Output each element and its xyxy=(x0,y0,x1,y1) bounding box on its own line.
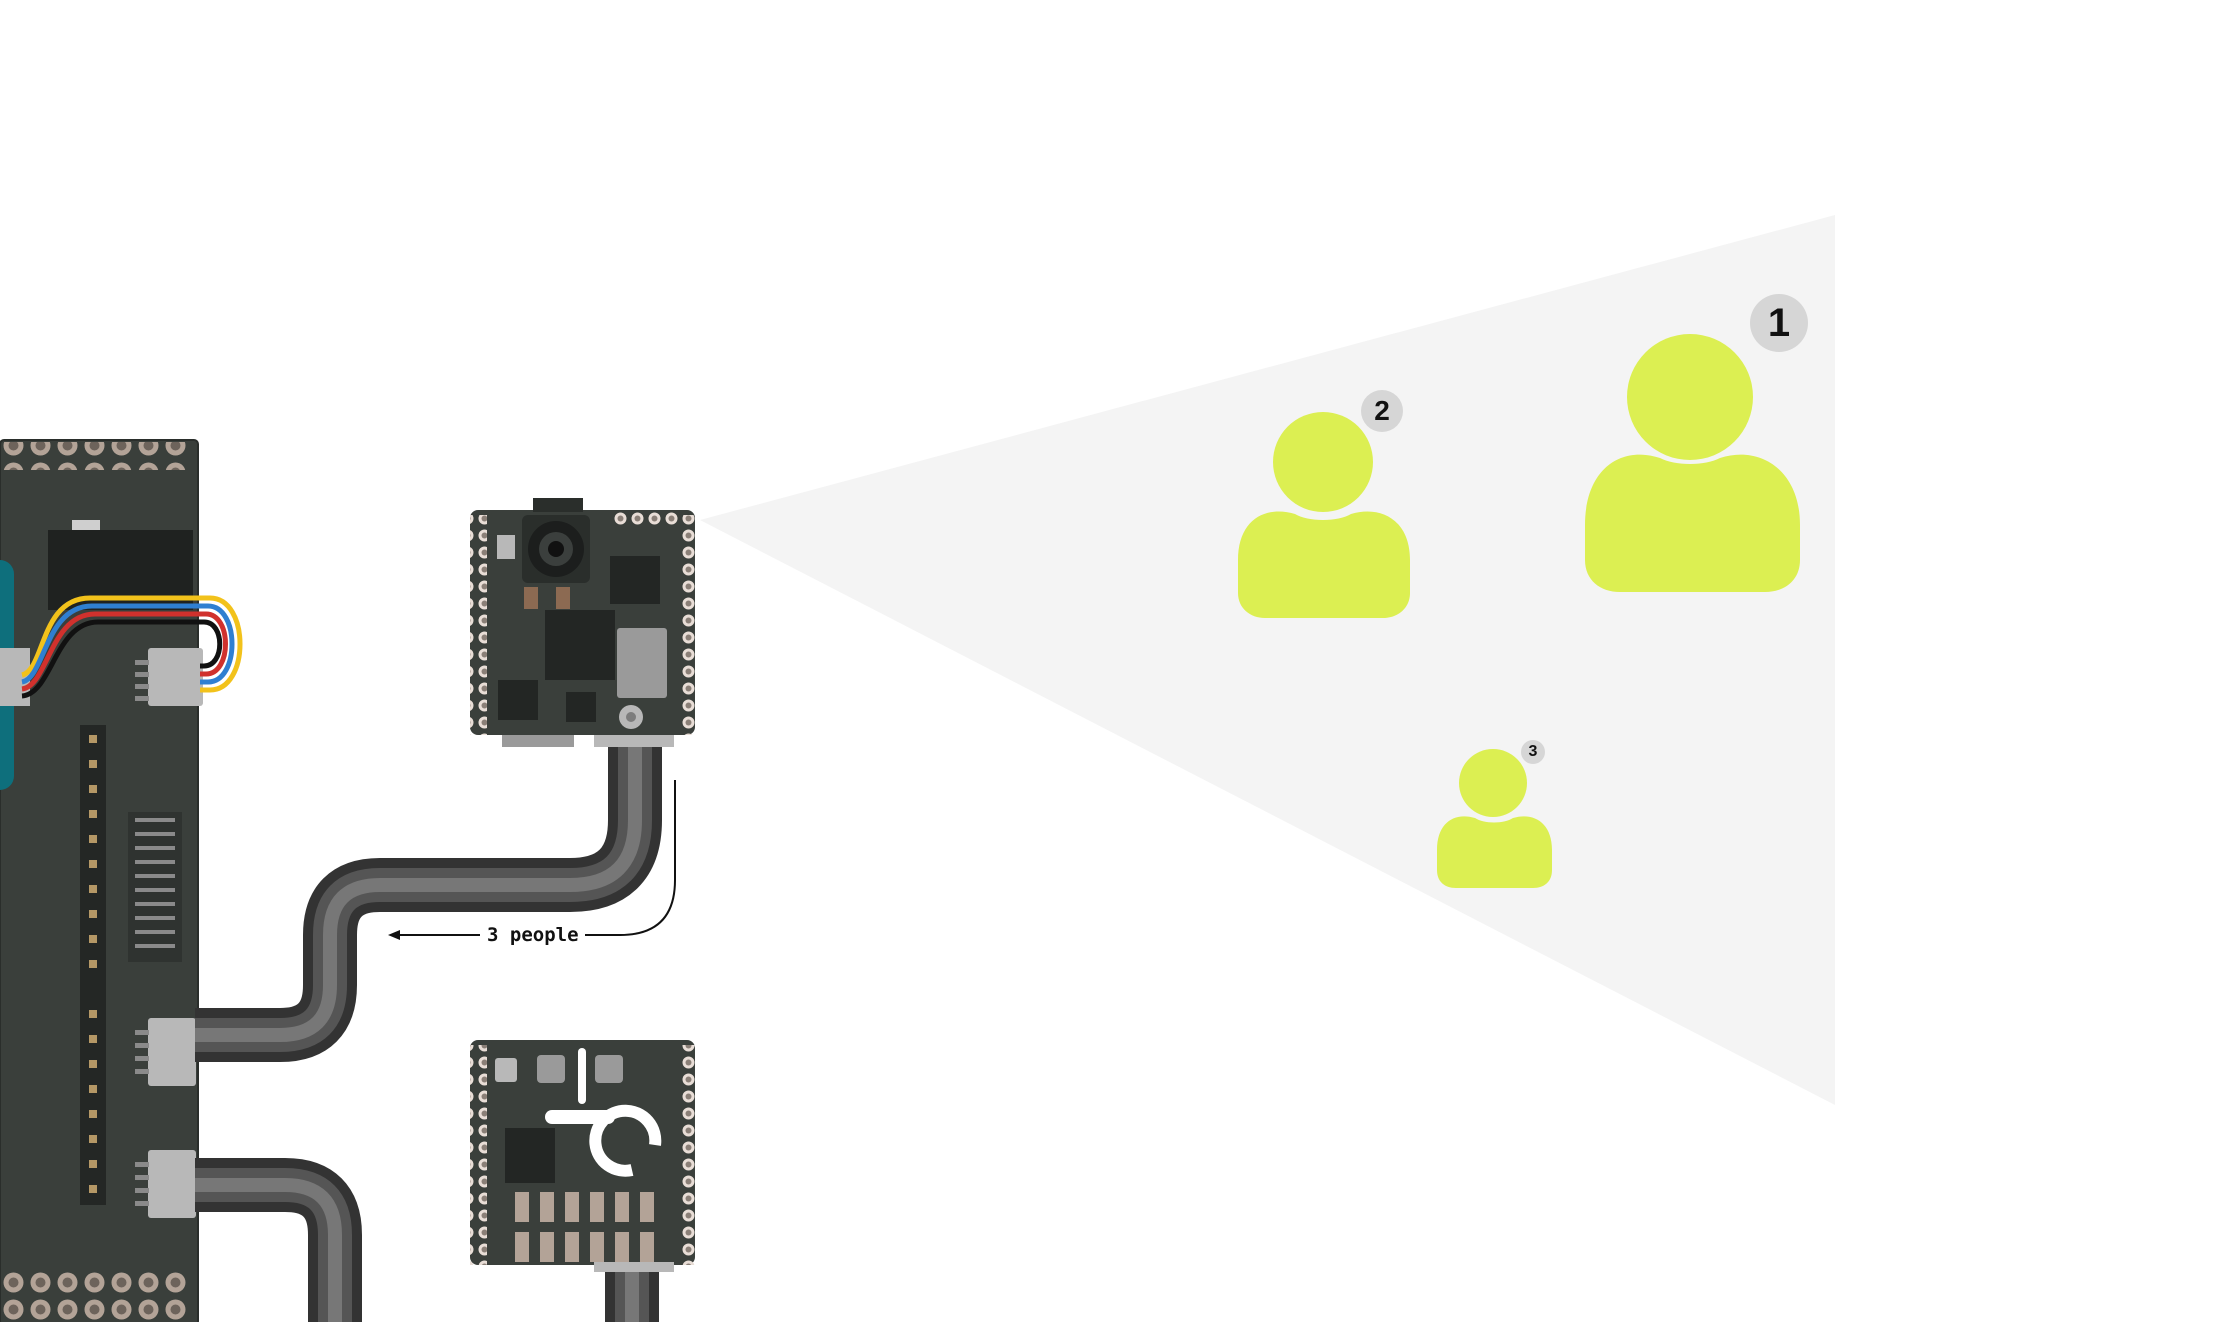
person-rank-badge-1: 1 xyxy=(1767,301,1791,345)
person-icon-3 xyxy=(1437,740,1552,888)
sensor-board-icon xyxy=(470,1040,695,1272)
cable-icon xyxy=(195,740,662,1322)
person-rank-badge-3: 3 xyxy=(1528,743,1538,760)
camera-board-icon xyxy=(470,498,695,747)
person-icon-2 xyxy=(1238,390,1410,618)
annotation-label: 3 people xyxy=(487,924,579,946)
field-of-view-cone xyxy=(700,215,1835,1105)
person-icon-1 xyxy=(1585,294,1808,592)
qwiic-wires xyxy=(20,595,243,699)
detection-output-annotation xyxy=(388,780,676,940)
carrier-board-icon xyxy=(0,439,203,1322)
person-rank-badge-2: 2 xyxy=(1374,395,1390,426)
